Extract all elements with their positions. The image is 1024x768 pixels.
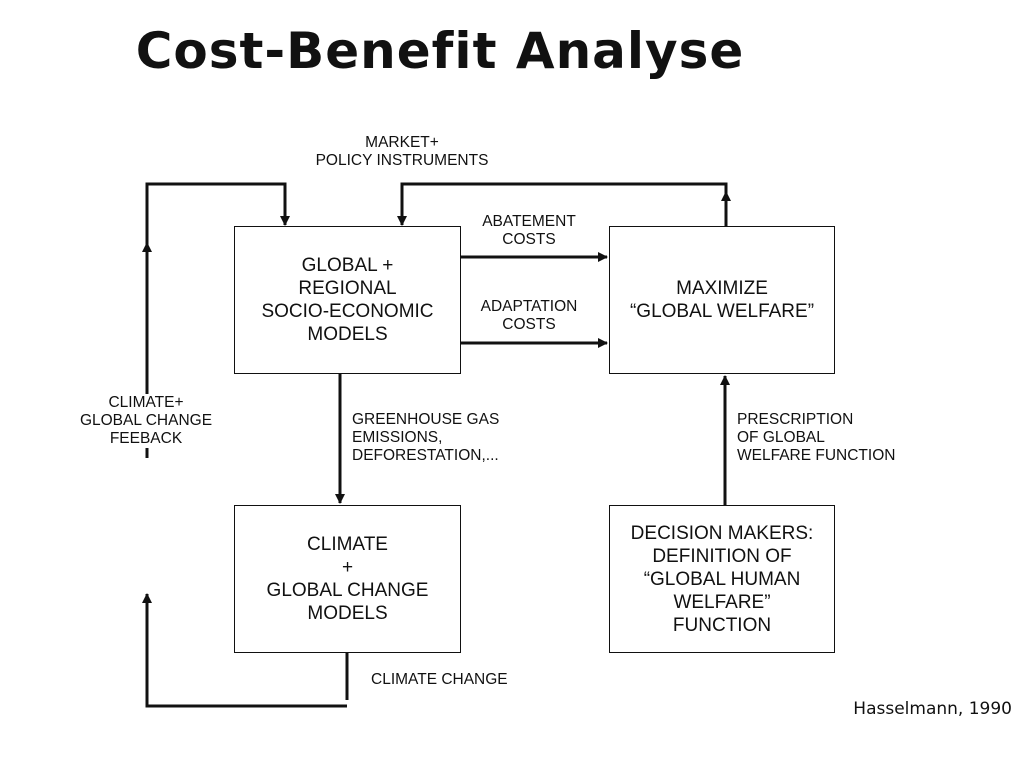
label-emissions: GREENHOUSE GAS EMISSIONS, DEFORESTATION,… xyxy=(352,411,500,464)
box-decision-makers: DECISION MAKERS: DEFINITION OF “GLOBAL H… xyxy=(609,505,835,653)
label-adaptation-costs: ADAPTATION COSTS xyxy=(480,298,578,333)
citation: Hasselmann, 1990 xyxy=(853,699,1012,719)
box-climate-models-text: CLIMATE + GLOBAL CHANGE MODELS xyxy=(266,534,429,624)
label-abatement-costs: ABATEMENT COSTS xyxy=(482,213,576,248)
box-maximize-welfare-text: MAXIMIZE “GLOBAL WELFARE” xyxy=(629,278,815,322)
label-feedback: CLIMATE+ GLOBAL CHANGE FEEBACK xyxy=(58,394,234,448)
label-climate-change: CLIMATE CHANGE xyxy=(371,671,508,688)
box-climate-models: CLIMATE + GLOBAL CHANGE MODELS xyxy=(234,505,461,653)
box-socio-economic-models: GLOBAL + REGIONAL SOCIO-ECONOMIC MODELS xyxy=(234,226,461,374)
arrow-climate-change-bottom xyxy=(142,593,347,708)
label-prescription: PRESCRIPTION OF GLOBAL WELFARE FUNCTION xyxy=(737,411,896,464)
box-decision-makers-text: DECISION MAKERS: DEFINITION OF “GLOBAL H… xyxy=(630,522,814,636)
box-socio-economic-models-text: GLOBAL + REGIONAL SOCIO-ECONOMIC MODELS xyxy=(261,255,434,345)
page-title: Cost-Benefit Analyse xyxy=(135,22,745,80)
label-market-policy: MARKET+ POLICY INSTRUMENTS xyxy=(315,134,489,169)
box-maximize-welfare: MAXIMIZE “GLOBAL WELFARE” xyxy=(609,226,835,374)
arrow-feedback-into-models xyxy=(145,182,290,243)
